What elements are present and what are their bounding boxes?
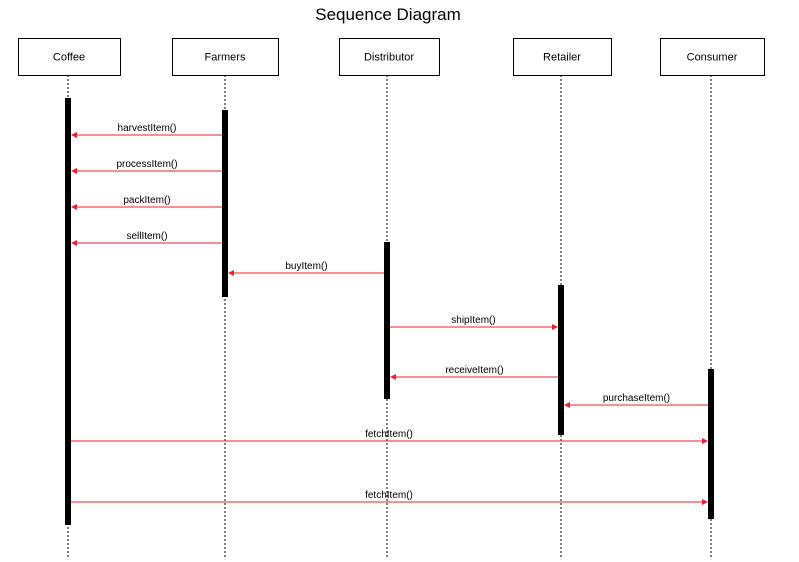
message-label-9: fetchItem() — [365, 429, 413, 440]
participant-box-distributor — [339, 38, 440, 76]
message-label-8: purchaseItem() — [603, 393, 670, 404]
participant-label-consumer: Consumer — [687, 52, 738, 64]
participant-label-distributor: Distributor — [364, 52, 414, 64]
participant-label-retailer: Retailer — [543, 52, 581, 64]
activation-bar-consumer — [708, 369, 714, 519]
message-label-1: harvestItem() — [118, 123, 177, 134]
participant-box-farmers — [172, 38, 279, 76]
message-label-10: fetchItem() — [365, 490, 413, 501]
participant-label-coffee: Coffee — [53, 52, 85, 64]
message-label-2: processItem() — [116, 159, 177, 170]
activation-bar-coffee — [65, 98, 71, 525]
message-label-5: buyItem() — [285, 261, 327, 272]
participant-box-coffee — [18, 38, 121, 76]
activation-bar-farmers — [222, 110, 228, 297]
participant-label-farmers: Farmers — [205, 52, 246, 64]
message-label-3: packItem() — [123, 195, 170, 206]
message-label-6: shipItem() — [451, 315, 495, 326]
message-label-7: receiveItem() — [445, 365, 503, 376]
message-label-4: sellItem() — [126, 231, 167, 242]
participant-box-retailer — [513, 38, 612, 76]
activation-bar-distributor — [384, 242, 390, 399]
diagram-title: Sequence Diagram — [315, 5, 461, 24]
activation-bar-retailer — [558, 285, 564, 435]
participant-box-consumer — [660, 38, 765, 76]
